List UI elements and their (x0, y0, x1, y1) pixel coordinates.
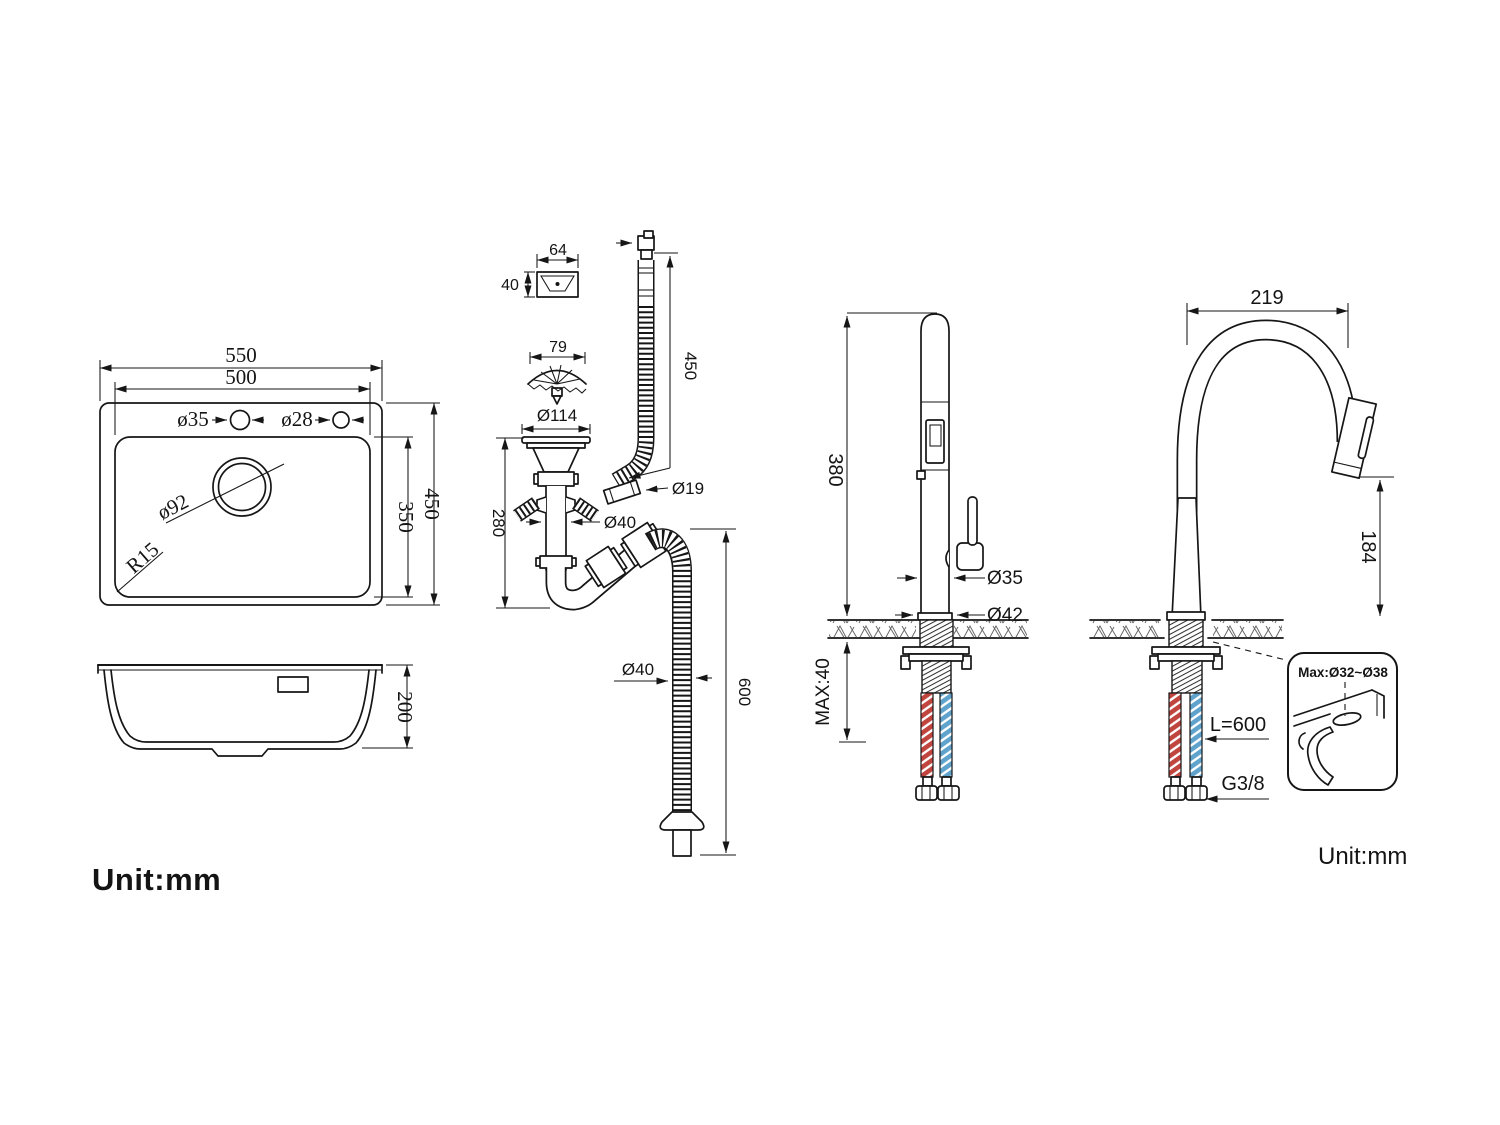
unit-label-right: Unit:mm (1318, 843, 1407, 870)
sink-top-view: 550 500 ø35 ø28 ø92 R15 350 450 (99, 343, 444, 606)
overflow-hose (611, 230, 655, 489)
hose-bell-end (659, 811, 705, 831)
dim-overflow-length: 450 (681, 352, 700, 380)
dim-body-dia: Ø35 (987, 568, 1023, 589)
drain-hole-outer (212, 457, 272, 517)
label-hose-length: L=600 (1210, 714, 1266, 736)
riser-union-nut-1 (584, 545, 628, 589)
drain-assembly: 64 40 79 Ø114 (489, 230, 754, 857)
faucet-hole-28 (332, 411, 350, 429)
outlet-hose (644, 528, 705, 857)
hot-supply-hose (920, 692, 934, 778)
label-hole-size-range: Max:Ø32~Ø38 (1298, 665, 1388, 680)
mounting-hardware-front (1149, 619, 1223, 801)
dim-overflow-dia: Ø19 (672, 479, 704, 498)
dim-cover-height: 40 (501, 277, 519, 294)
overflow-hole (277, 676, 309, 693)
overflow-cover: 64 40 (501, 242, 579, 298)
hose-connector-nuts (915, 785, 960, 801)
drain-hole-inner (217, 462, 267, 512)
dim-spout-reach: 219 (1250, 287, 1283, 309)
dim-trap-height: 280 (489, 509, 508, 537)
cold-supply-hose-front (1189, 692, 1203, 778)
dim-flange-dia: Ø114 (537, 406, 577, 425)
mounting-detail-bubble: Max:Ø32~Ø38 (1287, 652, 1398, 791)
faucet-display (925, 419, 945, 464)
dim-hose-length: 600 (735, 678, 754, 706)
dim-sink-depth-inner: 350 (394, 501, 418, 533)
sink-side-view: 200 (96, 663, 417, 757)
label-thread-size: G3/8 (1221, 773, 1264, 795)
dim-faucet-height: 380 (824, 453, 846, 486)
unit-label-left: Unit:mm (92, 862, 221, 897)
faucet-front-view: 219 184 L=600 G3 (1089, 287, 1398, 803)
dim-sink-height: 200 (393, 691, 417, 723)
countertop-side (827, 619, 1029, 639)
overflow-connector: Ø19 (602, 479, 704, 505)
faucet-body (920, 313, 950, 619)
dim-sink-width-outer: 550 (225, 343, 257, 367)
label-hole-28: ø28 (281, 407, 313, 431)
dim-spout-height: 184 (1357, 530, 1379, 563)
faucet-base-flange (917, 612, 953, 621)
drain-flange-and-trap: Ø114 (513, 406, 668, 611)
strainer-basket: 79 (527, 339, 587, 405)
faucet-side-view: 380 Ø35 Ø42 (813, 312, 1029, 801)
mounting-hardware-side (900, 619, 972, 801)
label-hole-35: ø35 (177, 407, 209, 431)
hot-supply-hose-front (1168, 692, 1182, 778)
gooseneck-spout (1166, 319, 1378, 621)
dim-cover-width: 64 (549, 242, 567, 259)
deck-hole-section (1293, 689, 1385, 786)
dim-basket-width: 79 (549, 339, 567, 356)
cold-supply-hose (939, 692, 953, 778)
dim-sink-depth-outer: 450 (420, 488, 444, 520)
spray-head (1330, 396, 1378, 480)
spray-nozzle (916, 470, 926, 480)
countertop-front (1089, 619, 1287, 661)
dim-tailpiece-dia: Ø40 (604, 513, 636, 532)
dim-hose-dia: Ø40 (622, 660, 654, 679)
faucet-handle (945, 496, 984, 571)
dim-sink-width-inner: 500 (225, 365, 257, 389)
faucet-hole-35 (229, 409, 251, 431)
dim-deck-thickness: MAX:40 (813, 658, 834, 726)
